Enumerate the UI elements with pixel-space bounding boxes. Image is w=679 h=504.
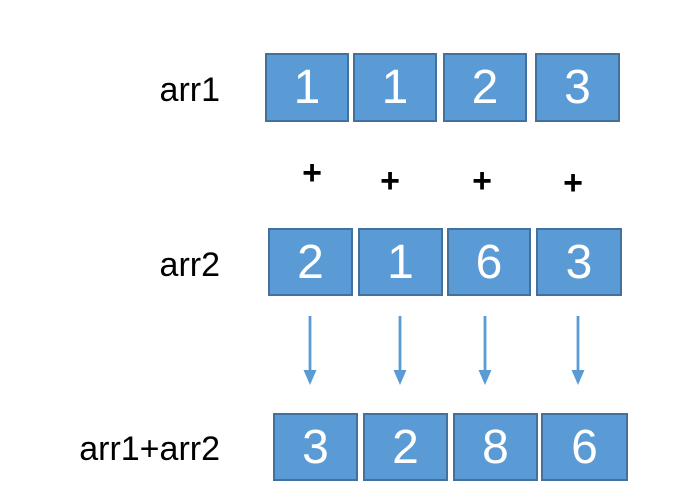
arr1-cell-2: 2 [443, 53, 527, 122]
down-arrow-icon [303, 316, 317, 385]
arr2-cell-2: 6 [447, 228, 531, 296]
array-label-arr1-plus-arr2: arr1+arr2 [79, 430, 220, 468]
plus-operator-1: + [380, 162, 400, 200]
plus-operator-3: + [563, 164, 583, 202]
result-cell-3: 6 [541, 413, 628, 481]
arr2-cell-1: 1 [358, 228, 443, 296]
plus-operator-0: + [302, 154, 322, 192]
result-cell-1: 2 [363, 413, 448, 481]
down-arrow-icon [393, 316, 407, 385]
plus-operator-2: + [472, 162, 492, 200]
down-arrow-icon [478, 316, 492, 385]
array-label-arr1: arr1 [159, 71, 220, 109]
arr1-cell-0: 1 [265, 53, 349, 122]
arr2-cell-0: 2 [268, 228, 353, 296]
arr2-cell-3: 3 [536, 228, 622, 296]
array-label-arr2: arr2 [159, 246, 220, 284]
down-arrow-icon [571, 316, 585, 385]
arr1-cell-1: 1 [353, 53, 437, 122]
arr1-cell-3: 3 [535, 53, 620, 122]
result-cell-2: 8 [453, 413, 538, 481]
result-cell-0: 3 [273, 413, 358, 481]
